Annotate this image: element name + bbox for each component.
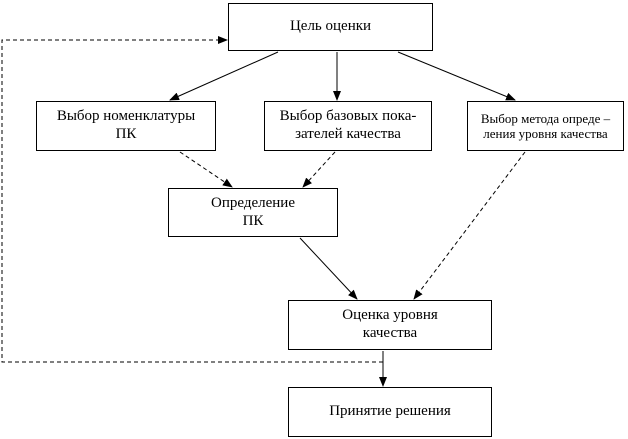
- base-indicators-label-line-2: зателей качества: [295, 126, 401, 142]
- method-label-line-1: Выбор метода опреде –: [480, 110, 611, 126]
- determination-label-line-2: ПК: [242, 212, 264, 229]
- method-label-line-2: ления уровня качества: [483, 126, 608, 141]
- base-indicators-label-line-1: Выбор базовых пока-: [279, 108, 417, 125]
- decision-label: Принятие решения: [329, 403, 451, 420]
- goal-box: Цель оценки: [228, 3, 433, 51]
- arrow-goal-to-method: [397, 51, 516, 101]
- determination-label-line-1: Определение: [211, 194, 295, 211]
- feedback-loop-arrow: [1, 36, 383, 363]
- goal-label: Цель оценки: [289, 18, 372, 35]
- arrow-base-indicators-to-determination: [302, 151, 336, 188]
- nomenclature-label-line-2: ПК: [115, 126, 137, 142]
- base-indicators-selection-box: Выбор базовых пока- зателей качества: [264, 101, 432, 151]
- arrow-goal-to-nomenclature: [169, 51, 279, 101]
- method-selection-box: Выбор метода опреде – ления уровня качес…: [467, 101, 624, 151]
- decision-box: Принятие решения: [288, 387, 492, 437]
- quality-assessment-box: Оценка уровня качества: [288, 300, 492, 350]
- assessment-label-line-1: Оценка уровня: [342, 307, 438, 324]
- determination-box: Определение ПК: [168, 188, 338, 237]
- nomenclature-label-line-1: Выбор номенклатуры: [56, 108, 196, 125]
- arrow-determination-to-assessment: [299, 237, 358, 300]
- nomenclature-selection-box: Выбор номенклатуры ПК: [36, 101, 216, 151]
- arrow-nomenclature-to-determination: [179, 151, 233, 188]
- arrow-method-to-assessment: [413, 151, 526, 300]
- assessment-label-line-2: качества: [362, 325, 418, 341]
